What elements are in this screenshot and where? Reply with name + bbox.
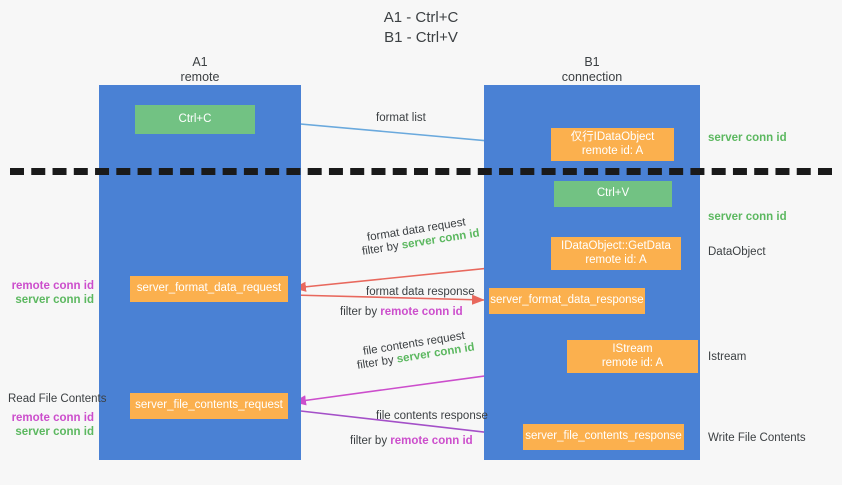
node-ctrl-c-label: Ctrl+C: [178, 112, 212, 125]
node-ctrl-c[interactable]: Ctrl+C: [135, 105, 255, 134]
node-istream-line2: remote id: A: [601, 356, 664, 369]
node-istream-line1: IStream: [612, 343, 653, 355]
title-line-1: A1 - Ctrl+C: [383, 9, 459, 26]
remote-conn-id-text: remote conn id: [380, 306, 463, 318]
edge-label-format-list: format list: [376, 112, 426, 124]
annotation-server-conn-id: server conn id: [15, 426, 94, 438]
node-getdata-line1: IDataObject::GetData: [561, 240, 671, 252]
edge-label-format-data-response-filter: filter by remote conn id: [340, 305, 463, 320]
edge-format-data-response: [291, 294, 485, 305]
edge-label-file-contents-response-filter: filter by remote conn id: [350, 434, 473, 449]
node-idataobject-line2: remote id: A: [581, 144, 644, 157]
annotation-dataobject: DataObject: [708, 246, 766, 258]
node-server-file-contents-response[interactable]: server_file_contents_response: [523, 424, 684, 450]
title-line-2: B1 - Ctrl+V: [384, 29, 458, 46]
annotation-server-conn-id-mid: server conn id: [708, 211, 787, 223]
filter-by-text: filter by: [340, 306, 381, 318]
annotation-conn-ids-upper: remote conn id server conn id: [8, 279, 94, 307]
edge-label-file-contents-response: file contents response: [376, 410, 488, 422]
node-idataobject-line1: 仅行IDataObject: [570, 131, 655, 143]
node-idataobject[interactable]: 仅行IDataObject remote id: A: [551, 128, 674, 161]
lane-header-a1: A1 remote: [99, 55, 301, 85]
node-istream[interactable]: IStream remote id: A: [567, 340, 698, 373]
lane-b1-sub: connection: [561, 70, 623, 84]
edge-file-contents-response: [291, 409, 519, 440]
annotation-server-conn-id: server conn id: [15, 294, 94, 306]
node-server-file-contents-request[interactable]: server_file_contents_request: [130, 393, 288, 419]
lane-a1-sub: remote: [180, 70, 220, 84]
node-server-format-data-request[interactable]: server_format_data_request: [130, 276, 288, 302]
node-file-contents-request-label: server_file_contents_request: [135, 399, 283, 412]
remote-conn-id-text: remote conn id: [390, 435, 473, 447]
edge-label-format-data-response: format data response: [366, 286, 475, 298]
dashed-divider: [10, 168, 832, 175]
node-idataobject-getdata[interactable]: IDataObject::GetData remote id: A: [551, 237, 681, 270]
annotation-write-file-contents: Write File Contents: [708, 432, 806, 444]
node-format-data-request-label: server_format_data_request: [136, 282, 282, 295]
annotation-istream: Istream: [708, 351, 747, 363]
annotation-remote-conn-id: remote conn id: [11, 412, 94, 424]
annotation-remote-conn-id: remote conn id: [11, 280, 94, 292]
lane-b1-name: B1: [584, 55, 600, 69]
annotation-server-conn-id-top: server conn id: [708, 132, 787, 144]
node-ctrl-v-label: Ctrl+V: [596, 187, 630, 200]
annotation-read-file-contents: Read File Contents: [8, 393, 107, 405]
node-file-contents-response-label: server_file_contents_response: [525, 430, 682, 443]
node-ctrl-v[interactable]: Ctrl+V: [554, 181, 672, 207]
node-getdata-line2: remote id: A: [585, 253, 647, 266]
lane-header-b1: B1 connection: [484, 55, 700, 85]
node-format-data-response-label: server_format_data_response: [490, 294, 644, 307]
annotation-conn-ids-lower: remote conn id server conn id: [8, 411, 94, 439]
node-server-format-data-response[interactable]: server_format_data_response: [489, 288, 645, 314]
lane-a1-name: A1: [192, 55, 208, 69]
filter-by-text: filter by: [350, 435, 391, 447]
page-title: A1 - Ctrl+C B1 - Ctrl+V: [0, 8, 842, 48]
